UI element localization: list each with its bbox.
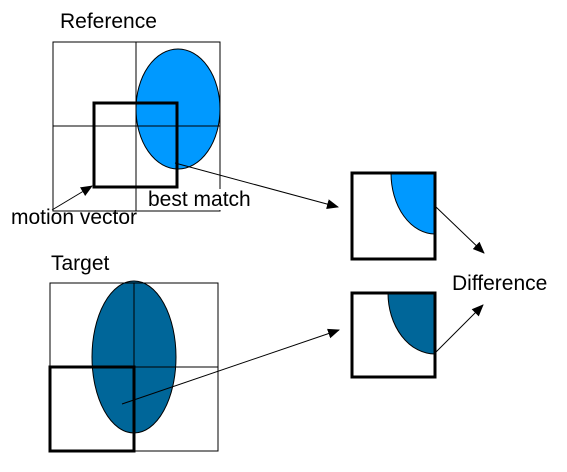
best-match-patch-ellipse [390, 173, 435, 235]
target-patch-ellipse [387, 293, 435, 355]
target-block [48, 365, 136, 453]
best-match-block [92, 101, 179, 189]
reference-label: Reference [60, 10, 157, 33]
target-frame [48, 280, 219, 453]
best-match-patch-border [350, 171, 437, 261]
target-patch-border [350, 291, 437, 379]
target-label: Target [51, 252, 110, 275]
motion-vector-arrow [51, 185, 93, 211]
target-patch [350, 291, 437, 379]
difference-label: Difference [452, 272, 548, 295]
top-patch-difference-arrow [435, 206, 485, 254]
target-arrow [121, 328, 340, 405]
best-match-patch [350, 171, 437, 261]
motion-vector-label: motion vector [11, 206, 138, 229]
best-match-arrow [174, 162, 339, 209]
bottom-patch-difference-arrow [435, 304, 484, 353]
reference-frame [52, 41, 221, 212]
best-match-label: best match [148, 188, 252, 211]
